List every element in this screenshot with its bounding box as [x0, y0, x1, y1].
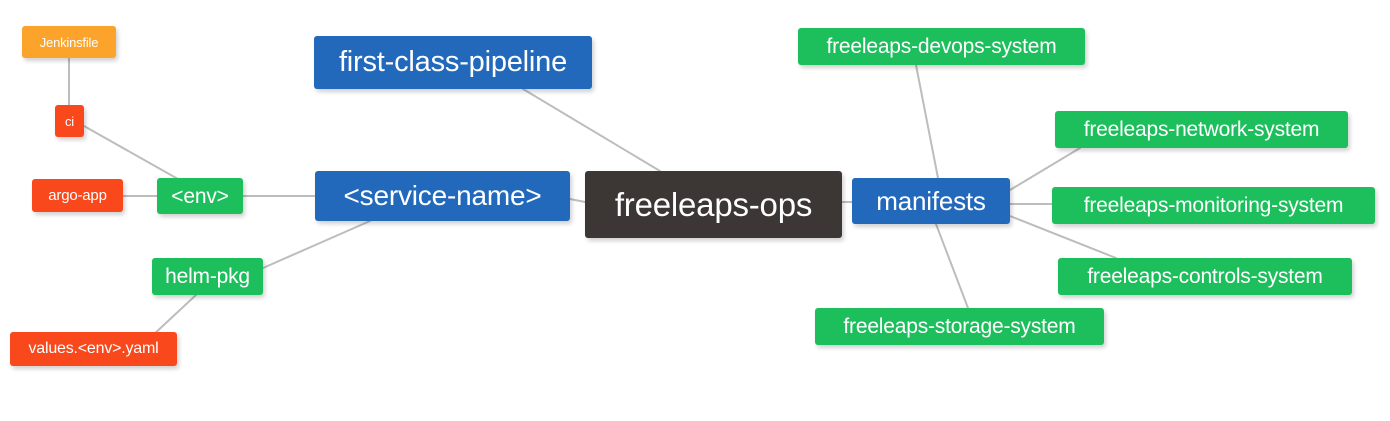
edge-manifests-to-storage-system	[935, 223, 969, 309]
mindmap-node-storage-system[interactable]: freeleaps-storage-system	[815, 308, 1104, 345]
edge-manifests-to-network-system	[1009, 147, 1081, 191]
mindmap-node-ci[interactable]: ci	[55, 105, 84, 137]
mindmap-node-controls-system[interactable]: freeleaps-controls-system	[1058, 258, 1352, 295]
edge-values-yaml-to-helm-pkg	[151, 294, 197, 337]
edge-helm-pkg-to-service-name	[262, 220, 371, 269]
mindmap-node-monitoring-system[interactable]: freeleaps-monitoring-system	[1052, 187, 1375, 224]
mindmap-node-jenkinsfile[interactable]: Jenkinsfile	[22, 26, 116, 58]
mindmap-node-devops-system[interactable]: freeleaps-devops-system	[798, 28, 1085, 65]
edge-first-class-pipeline-to-freeleaps-ops	[522, 88, 661, 172]
edge-ci-to-env	[83, 125, 186, 184]
edge-manifests-to-devops-system	[915, 64, 939, 179]
mindmap-node-network-system[interactable]: freeleaps-network-system	[1055, 111, 1348, 148]
mindmap-node-values-yaml[interactable]: values.<env>.yaml	[10, 332, 177, 366]
mindmap-node-manifests[interactable]: manifests	[852, 178, 1010, 224]
mindmap-node-helm-pkg[interactable]: helm-pkg	[152, 258, 263, 295]
mindmap-node-argo-app[interactable]: argo-app	[32, 179, 123, 212]
mindmap-node-first-class-pipeline[interactable]: first-class-pipeline	[314, 36, 592, 89]
mindmap-node-env[interactable]: <env>	[157, 178, 243, 214]
edge-service-name-to-freeleaps-ops	[569, 198, 586, 203]
mindmap-node-freeleaps-ops[interactable]: freeleaps-ops	[585, 171, 842, 238]
mindmap-node-service-name[interactable]: <service-name>	[315, 171, 570, 221]
